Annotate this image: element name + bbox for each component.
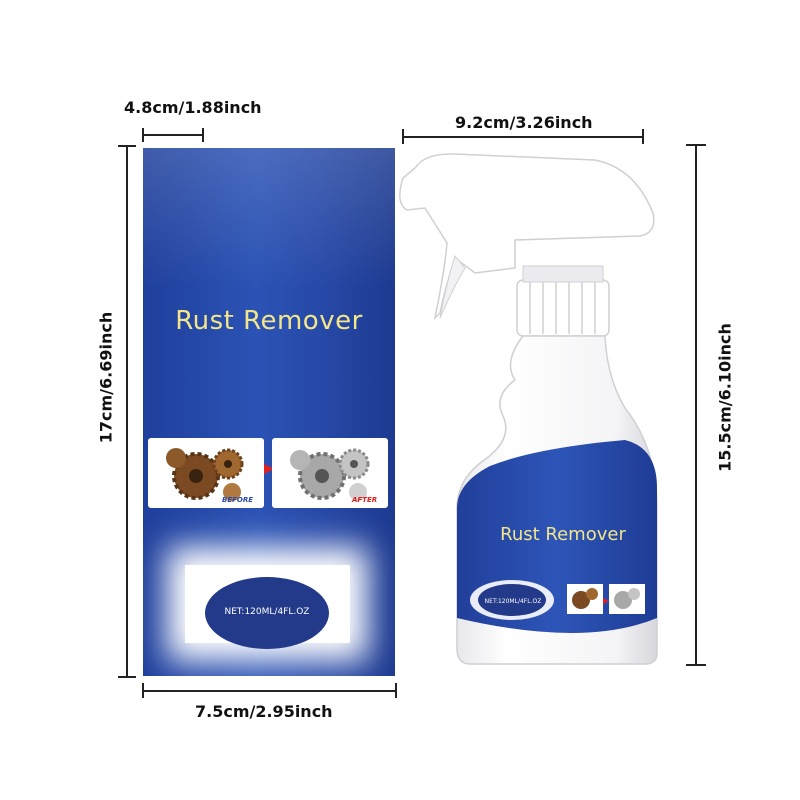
- spray-bottle: [399, 153, 658, 665]
- box-width-top-tick-left: [142, 128, 144, 142]
- rusty-gears-image: [166, 448, 244, 501]
- bottle-height-label: 15.5cm/6.10inch: [715, 323, 735, 472]
- box-net-oval: [205, 577, 329, 649]
- before-tag: BEFORE: [222, 496, 254, 504]
- bottle-net-text: NET:120ML/4FL.OZ: [484, 598, 542, 605]
- box-width-top-tick-right: [202, 128, 204, 142]
- arrow-icon: [264, 464, 274, 474]
- bottle-width-tick-left: [402, 129, 404, 144]
- box-width-bottom-line: [142, 690, 397, 692]
- after-tag: AFTER: [352, 496, 378, 504]
- box-width-top-label: 4.8cm/1.88inch: [124, 98, 262, 117]
- box-width-bottom-tick-left: [142, 683, 144, 698]
- box-height-tick-bottom: [118, 676, 136, 678]
- box-height-tick-top: [118, 145, 136, 147]
- box-width-bottom-tick-right: [395, 683, 397, 698]
- box-net-text: NET:120ML/4FL.OZ: [224, 607, 310, 617]
- bottle-width-line: [402, 136, 644, 138]
- after-photo: AFTER: [272, 438, 388, 508]
- before-photo: BEFORE: [148, 438, 264, 508]
- bottle-height-tick-top: [686, 144, 706, 146]
- bottle-width-label: 9.2cm/3.26inch: [455, 113, 593, 132]
- box-width-top-line: [143, 134, 203, 136]
- bottle-height-tick-bottom: [686, 664, 706, 666]
- box-width-bottom-label: 7.5cm/2.95inch: [195, 702, 333, 721]
- bottle-height-line: [695, 145, 697, 665]
- box-title: Rust Remover: [175, 306, 363, 336]
- box-height-label: 17cm/6.69inch: [96, 311, 116, 444]
- bottle-title: Rust Remover: [500, 524, 626, 545]
- bottle-width-tick-right: [642, 129, 644, 144]
- box-height-line: [126, 146, 128, 677]
- clean-gears-image: [290, 448, 370, 501]
